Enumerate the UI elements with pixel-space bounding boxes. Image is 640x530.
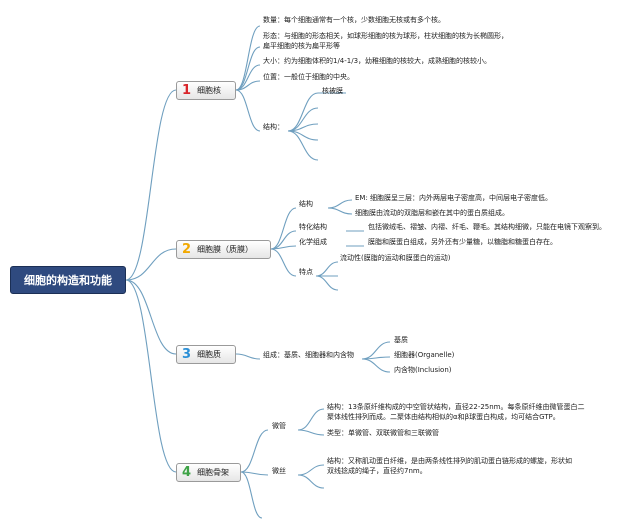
connector	[297, 429, 325, 436]
topic-label: 细胞膜（质膜）	[197, 245, 254, 254]
nucleus-position: 位置：一般位于细胞的中央。	[263, 73, 354, 81]
topic-number-2: 2	[182, 242, 192, 257]
connector	[287, 92, 319, 132]
membrane-em: EM: 细胞膜呈三层：内外两层电子密度高，中间层电子密度低。	[355, 194, 553, 202]
cytoplasm-organelle: 细胞器(Organelle)	[394, 351, 455, 359]
microfilament: 微丝	[272, 467, 286, 475]
microtubule: 微管	[272, 422, 286, 430]
microtubule-type: 类型：单微管、双联微管和三联微管	[327, 429, 439, 437]
topic-nucleus[interactable]: 1 细胞核	[176, 81, 236, 100]
connector	[235, 25, 261, 91]
connector	[327, 199, 353, 209]
nucleus-count: 数量：每个细胞通常有一个核，少数细胞无核或有多个核。	[263, 16, 445, 24]
membrane-feature: 特点	[299, 268, 313, 276]
topic-label: 细胞骨架	[197, 468, 230, 477]
nucleus-membrane: 核被膜	[322, 87, 343, 95]
cytoplasm-inclusion: 内含物(Inclusion)	[394, 366, 452, 374]
connector	[240, 471, 269, 476]
topic-number-3: 3	[182, 347, 192, 362]
cytoplasm-composition: 组成：基质、细胞器和内含物	[263, 351, 354, 359]
connector	[270, 245, 297, 250]
topic-label: 细胞质	[197, 350, 222, 359]
nucleus-shape-line-1: 形态：与细胞的形态相关，如球形细胞的核为球形，柱状细胞的核为长椭圆形，	[263, 32, 508, 40]
connector	[270, 207, 297, 250]
microtubule-structure-line-2: 聚体线性排列而成。二聚体由结构相似的α和β球蛋白构成，均可结合GTP。	[327, 413, 560, 421]
membrane-lipid: 细胞膜由流动的双脂层和嵌在其中的蛋白质组成。	[355, 209, 509, 217]
membrane-special: 特化结构	[299, 223, 327, 231]
membrane-structure: 结构	[299, 200, 313, 208]
connector	[315, 261, 339, 277]
connector	[361, 358, 391, 373]
connector	[235, 80, 261, 91]
topic-cytoplasm[interactable]: 3 细胞质	[176, 345, 236, 364]
nucleus-structure: 结构：	[263, 123, 284, 131]
topic-cell-membrane[interactable]: 2 细胞膜（质膜）	[176, 240, 271, 259]
connector	[287, 130, 319, 161]
root-to-topic-2	[125, 248, 177, 281]
connector	[297, 408, 325, 431]
microfilament-structure-line-1: 结构：又称肌动蛋白纤维，是由两条线性排列的肌动蛋白链形成的螺旋，形状如	[327, 457, 572, 465]
topic-cytoskeleton[interactable]: 4 细胞骨架	[176, 463, 241, 482]
root-to-topic-3	[125, 279, 177, 355]
connector	[240, 471, 263, 519]
connector	[297, 474, 325, 489]
connector	[270, 248, 297, 277]
nucleus-size: 大小：约为细胞体积的1/4-1/3，幼稚细胞的核较大，成熟细胞的核较小。	[263, 57, 492, 65]
membrane-feature-desc: 流动性(膜脂的运动和膜蛋白的运动)	[340, 254, 451, 262]
root-to-topic-4	[125, 279, 177, 473]
connector	[361, 341, 391, 360]
cytoplasm-matrix: 基质	[394, 336, 408, 344]
connector	[240, 429, 269, 473]
topic-label: 细胞核	[197, 86, 222, 95]
root-topic[interactable]: 细胞的构造和功能	[10, 266, 126, 294]
microfilament-structure-line-2: 双线捻成的绳子，直径约7nm。	[327, 467, 427, 475]
connector	[327, 207, 353, 215]
membrane-chem-desc: 膜脂和膜蛋白组成，另外还有少量糖，以糖脂和糖蛋白存在。	[368, 238, 557, 246]
membrane-special-desc: 包括微绒毛、褶皱、内褶、纤毛、鞭毛。其结构细微，只能在电镜下观察到。	[368, 223, 606, 231]
microtubule-structure-line-1: 结构：13条原纤维构成的中空管状结构，直径22-25nm。每条原纤维由微管蛋白二	[327, 403, 585, 411]
connector	[315, 275, 339, 291]
connector	[235, 353, 261, 360]
connector	[235, 46, 261, 91]
nucleus-shape-line-2: 扁平细胞的核为扁平形等	[263, 42, 340, 50]
root-to-topic-1	[125, 89, 177, 281]
connector	[235, 89, 261, 132]
connector	[297, 464, 325, 476]
topic-number-4: 4	[182, 465, 192, 480]
membrane-chem: 化学组成	[299, 238, 327, 246]
topic-number-1: 1	[182, 83, 192, 98]
